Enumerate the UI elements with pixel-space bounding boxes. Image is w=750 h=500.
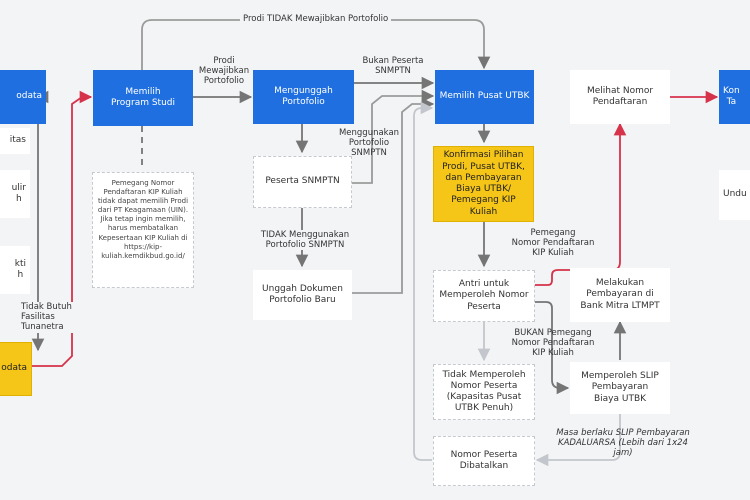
- node-memperoleh-slip: Memperoleh SLIP Pembayaran Biaya UTBK: [570, 362, 670, 414]
- note-kip-kuliah: Pemegang Nomor Pendaftaran KIP Kuliah ti…: [92, 172, 194, 288]
- label-tidak-butuh: Tidak Butuh Fasilitas Tunanetra: [18, 302, 75, 333]
- node-memilih-prodi: Memilih Program Studi: [93, 70, 193, 126]
- label-menggunakan-portofolio: Menggunakan Portofolio SNMPTN: [338, 128, 400, 159]
- label-bukan-pemegang: BUKAN Pemegang Nomor Pendaftaran KIP Kul…: [511, 328, 595, 359]
- node-melakukan-pembayaran: Melakukan Pembayaran di Bank Mitra LTMPT: [570, 268, 670, 322]
- node-antri: Antri untuk Memperoleh Nomor Peserta: [433, 270, 535, 322]
- node-peserta-snmptn: Peserta SNMPTN: [253, 156, 352, 208]
- arrow-slip-to-batal: [535, 414, 621, 467]
- left-partial-text-2: ulir h: [0, 170, 30, 218]
- label-prodi-mewajibkan: Prodi Mewajibkan Portofolio: [198, 56, 250, 87]
- left-partial-yellow-node: odata: [0, 342, 32, 396]
- label-bukan-peserta: Bukan Peserta SNMPTN: [362, 56, 424, 77]
- node-tidak-memperoleh: Tidak Memperoleh Nomor Peserta (Kapasita…: [433, 364, 535, 420]
- arrow-batal-to-pusat: [413, 101, 434, 461]
- left-partial-node: odata: [0, 70, 46, 124]
- node-unggah-dokumen: Unggah Dokumen Portofolio Baru: [253, 270, 352, 320]
- node-memilih-pusat-utbk: Memilih Pusat UTBK: [435, 70, 534, 124]
- arrow-tidak-mewajibkan: [141, 19, 491, 70]
- arrow-peserta-to-pusat: [352, 89, 435, 184]
- node-melihat-nomor: Melihat Nomor Pendaftaran: [570, 70, 670, 124]
- arrow-unggah-to-pusat: [352, 97, 435, 294]
- node-right-partial-white: Undu: [719, 170, 750, 220]
- label-masa-berlaku: Masa berlaku SLIP Pembayaran KADALUARSA …: [556, 428, 690, 459]
- node-konfirmasi: Konfirmasi Pilihan Prodi, Pusat UTBK, da…: [433, 146, 534, 222]
- label-tidak-mewajibkan: Prodi TIDAK Mewajibkan Portofolio: [240, 14, 392, 25]
- arrow-red-antri-to-melihat: [535, 122, 627, 286]
- arrow-red-to-prodi: [32, 90, 93, 367]
- arrow-antri-to-slip: [535, 301, 570, 395]
- node-right-partial: Kon Ta: [719, 70, 750, 124]
- node-nomor-dibatalkan: Nomor Peserta Dibatalkan: [433, 436, 535, 486]
- node-mengunggah-portofolio: Mengunggah Portofolio: [253, 70, 354, 124]
- left-partial-text-1: itas: [0, 128, 30, 154]
- label-tidak-menggunakan: TIDAK Menggunakan Portofolio SNMPTN: [254, 230, 356, 251]
- left-partial-text-3: kti h: [0, 246, 30, 294]
- label-pemegang-kip: Pemegang Nomor Pendaftaran KIP Kuliah: [511, 228, 595, 259]
